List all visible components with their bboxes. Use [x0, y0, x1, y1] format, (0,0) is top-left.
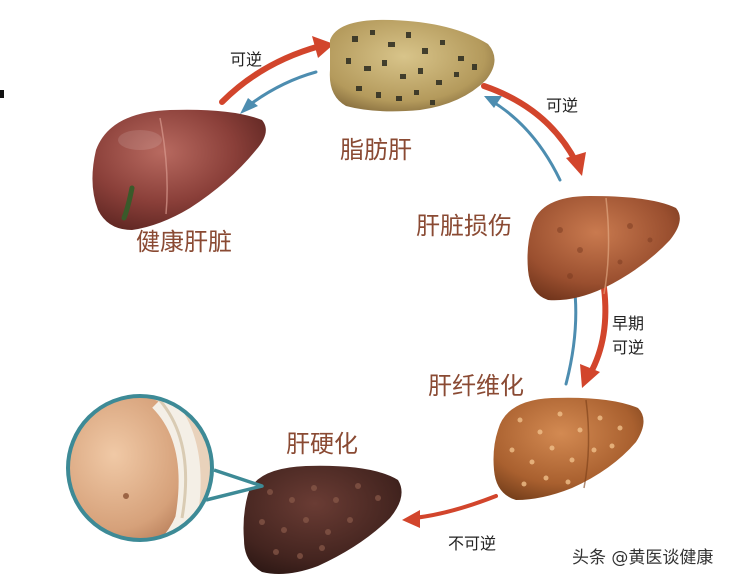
healthy-liver-image	[92, 109, 266, 230]
fatty-liver-image	[329, 19, 495, 112]
watermark: 头条 @黄医谈健康	[572, 548, 714, 568]
label-healthy-to-fatty: 可逆	[230, 50, 263, 69]
arrow-fatty-to-injury	[481, 83, 586, 176]
label-fibrosis-to-cirrhosis: 不可逆	[448, 534, 497, 553]
arrow-injury-to-fibrosis	[580, 285, 609, 388]
stage-label-healthy: 健康肝脏	[136, 228, 232, 256]
label-injury-to-fibrosis-line1: 早期	[612, 314, 645, 333]
abdomen-closeup-image	[66, 394, 264, 542]
arrow-injury-to-fatty	[484, 96, 562, 182]
cirrhotic-liver-image	[243, 465, 402, 574]
stage-label-injury: 肝脏损伤	[416, 212, 512, 240]
arrow-fibrosis-to-cirrhosis	[402, 494, 498, 528]
fibrotic-liver-image	[493, 397, 644, 500]
stage-label-fatty: 脂肪肝	[340, 136, 412, 164]
label-fatty-to-injury: 可逆	[546, 96, 579, 115]
injured-liver-image	[527, 196, 680, 301]
label-injury-to-fibrosis-line2: 可逆	[612, 338, 645, 357]
edge-mark	[0, 90, 4, 98]
arrow-fatty-to-healthy	[240, 70, 318, 114]
arrow-healthy-to-fatty	[219, 36, 334, 105]
stage-label-fibrosis: 肝纤维化	[428, 372, 524, 400]
stage-label-cirrhosis: 肝硬化	[286, 430, 358, 458]
